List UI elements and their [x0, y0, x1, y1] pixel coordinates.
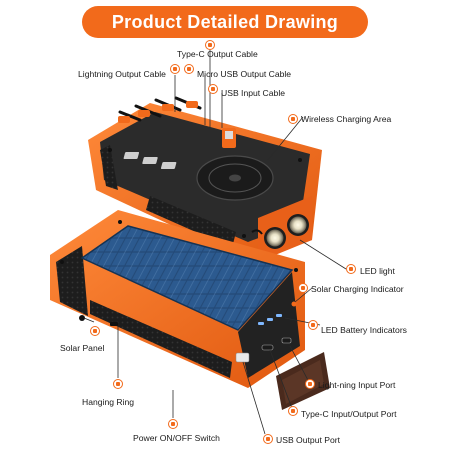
micro-usb-cable-marker-icon: [184, 64, 194, 74]
label-led-battery-indicators: LED Battery Indicators: [321, 325, 407, 335]
battery-indicator-marker-icon: [308, 320, 318, 330]
page-title-banner: Product Detailed Drawing: [82, 6, 368, 38]
label-usb-input-cable: USB Input Cable: [221, 88, 286, 98]
hanging-ring-marker-icon: [113, 379, 123, 389]
label-lightning-input-port: Light-ning Input Port: [318, 380, 396, 390]
power-switch-marker-icon: [168, 419, 178, 429]
solar-panel-marker-icon: [90, 326, 100, 336]
label-wireless-charging-area: Wireless Charging Area: [301, 114, 392, 124]
label-lightning-output-cable: Lightning Output Cable: [78, 69, 166, 79]
label-power-switch: Power ON/OFF Switch: [133, 433, 220, 443]
usb-input-cable-marker-icon: [208, 84, 218, 94]
top-device: [88, 96, 322, 262]
bottom-device: [50, 210, 330, 410]
typec-port-marker-icon: [288, 406, 298, 416]
usb-port-marker-icon: [263, 434, 273, 444]
lightning-cable-marker-icon: [170, 64, 180, 74]
label-micro-usb-output-cable: Micro USB Output Cable: [197, 69, 292, 79]
label-solar-charging-indicator: Solar Charging Indicator: [311, 284, 404, 294]
label-hanging-ring: Hanging Ring: [82, 397, 135, 407]
typec-cable-marker-icon: [205, 40, 215, 50]
label-usb-output-port: USB Output Port: [276, 435, 341, 445]
label-typec-output-cable: Type-C Output Cable: [177, 49, 258, 59]
label-solar-panel: Solar Panel: [60, 343, 105, 353]
label-led-light: LED light: [360, 266, 395, 276]
solar-indicator-marker-icon: [298, 283, 308, 293]
lightning-port-marker-icon: [305, 379, 315, 389]
led-light-marker-icon: [346, 264, 356, 274]
label-typec-io-port: Type-C Input/Output Port: [301, 409, 397, 419]
page-title: Product Detailed Drawing: [111, 11, 339, 32]
wireless-charging-marker-icon: [288, 114, 298, 124]
